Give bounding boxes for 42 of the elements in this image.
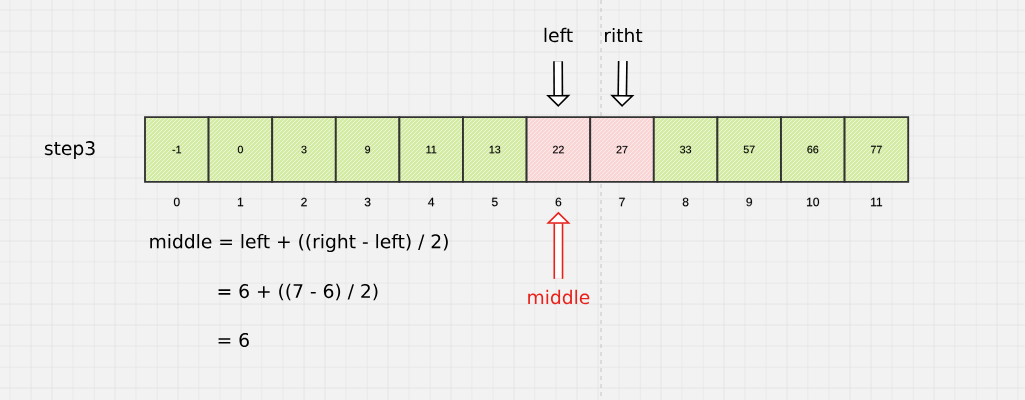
index-label: 4 bbox=[428, 197, 435, 207]
index-label: 9 bbox=[746, 197, 752, 207]
index-label: 8 bbox=[682, 197, 689, 207]
index-label: 11 bbox=[871, 197, 883, 207]
node-label: 0 bbox=[237, 145, 243, 154]
node-label: 57 bbox=[743, 145, 755, 154]
array-cell: 66 bbox=[780, 116, 846, 183]
index-label: 0 bbox=[173, 197, 180, 207]
formula-line: = 6 + ((7 - 6) / 2) bbox=[218, 283, 378, 301]
formula-line: middle = left + ((right - left) / 2) bbox=[150, 234, 448, 253]
index-label: 3 bbox=[364, 197, 371, 207]
array-cell: 57 bbox=[716, 116, 782, 183]
pointer-label: middle bbox=[528, 289, 590, 305]
array-cell: -1 bbox=[144, 116, 210, 183]
pointer-label: left bbox=[544, 27, 573, 43]
array-cell: 11 bbox=[398, 116, 464, 183]
node-label: 9 bbox=[365, 145, 371, 154]
row-label: step3 bbox=[44, 141, 95, 159]
pointer-label: ritht bbox=[605, 27, 643, 43]
node-label: 66 bbox=[807, 145, 819, 154]
index-label: 10 bbox=[807, 197, 819, 207]
array-cell: 9 bbox=[334, 116, 401, 183]
index-label: 6 bbox=[555, 197, 562, 207]
node-label: 77 bbox=[871, 145, 882, 154]
formula-line: = 6 bbox=[218, 332, 249, 348]
index-label: 5 bbox=[491, 197, 498, 207]
node-label: 27 bbox=[616, 145, 628, 154]
index-label: 2 bbox=[301, 197, 307, 207]
node-label: -1 bbox=[172, 145, 182, 154]
node-label: 13 bbox=[489, 145, 501, 154]
array-cell: 13 bbox=[462, 116, 528, 183]
node-label: 3 bbox=[301, 145, 307, 154]
index-label: 1 bbox=[238, 197, 244, 207]
array-cell: 3 bbox=[271, 116, 337, 183]
node-label: 11 bbox=[426, 145, 437, 154]
node-label: 33 bbox=[680, 145, 692, 154]
array-cell: 27 bbox=[589, 116, 655, 183]
array-cell: 77 bbox=[843, 116, 910, 183]
array-cell: 0 bbox=[207, 116, 274, 183]
index-label: 7 bbox=[619, 197, 625, 207]
array-cell: 22 bbox=[525, 116, 592, 183]
array-cell: 33 bbox=[652, 116, 719, 183]
